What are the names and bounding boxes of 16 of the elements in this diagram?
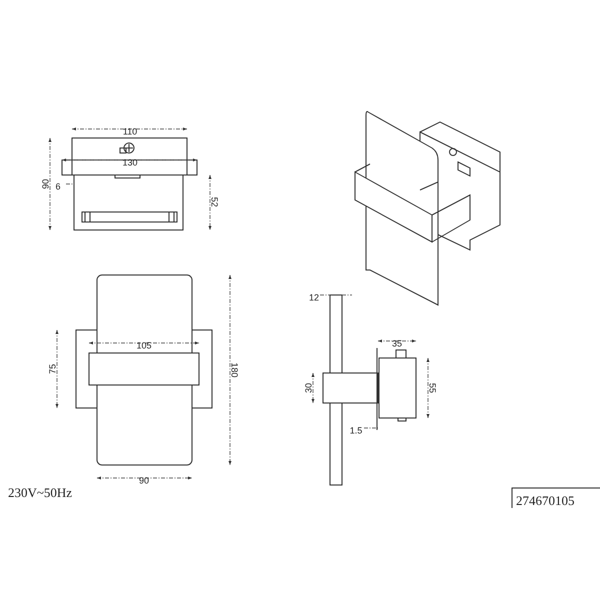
dimension-value: 110	[122, 126, 138, 136]
dimension-value: 90	[40, 179, 50, 189]
dimension-value: 55	[428, 383, 438, 393]
dimension-value: 6	[56, 181, 60, 192]
dimension-value: 1.5	[350, 425, 362, 436]
dimension-value: 30	[303, 383, 314, 393]
voltage-rating: 230V~50Hz	[8, 485, 72, 500]
dimension-value: 12	[309, 292, 319, 302]
dimension-value: 75	[47, 364, 58, 374]
article-number: 274670105	[516, 493, 574, 508]
dimension-value: 130	[122, 157, 138, 168]
dimension-value: 90	[139, 475, 149, 486]
dimension-value: 35	[392, 338, 402, 348]
dimension-value: 180	[230, 362, 240, 378]
dimension-value: 105	[136, 340, 152, 350]
dimension-value: 52	[210, 197, 220, 207]
